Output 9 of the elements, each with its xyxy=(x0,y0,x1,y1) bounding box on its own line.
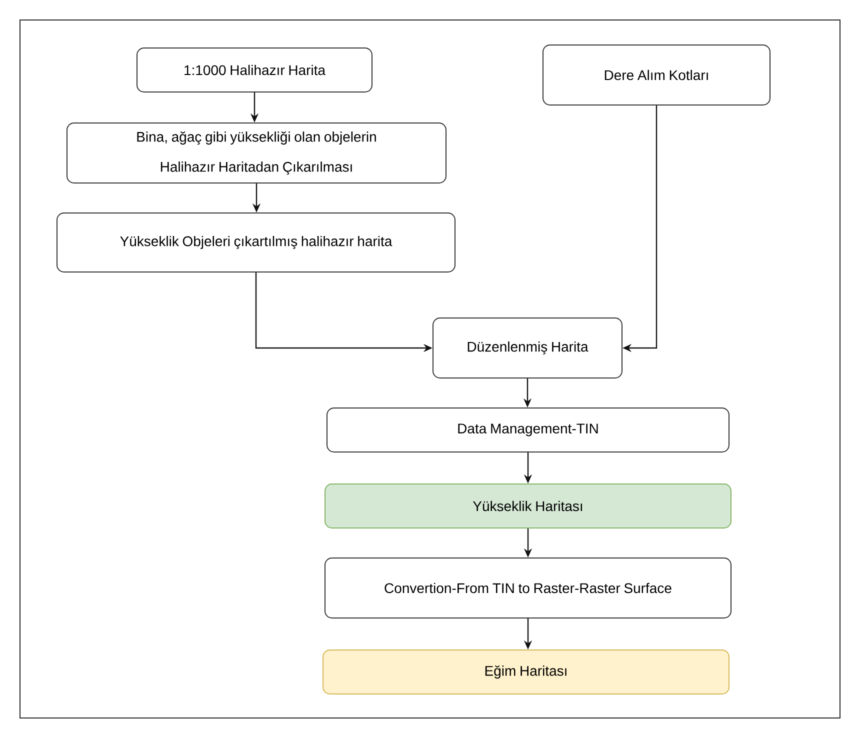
process-box: Yükseklik Objeleri çıkartılmış halihazır harita xyxy=(56,212,456,272)
process-box: Convertion-From TIN to Raster-Raster Surface xyxy=(324,558,732,618)
process-box: Yükseklik Haritası xyxy=(324,484,732,528)
process-box: Dere Alım Kotları xyxy=(542,44,770,106)
process-box: Eğim Haritası xyxy=(322,650,730,694)
process-box: Data Management-TIN xyxy=(326,408,730,452)
process-box: Bina, ağaç gibi yüksekliği olan objelerin Halihazır Haritadan Çıkarılması xyxy=(66,122,446,184)
process-box: 1:1000 Halihazır Harita xyxy=(136,48,372,92)
process-box: Düzenlenmiş Harita xyxy=(432,318,622,378)
